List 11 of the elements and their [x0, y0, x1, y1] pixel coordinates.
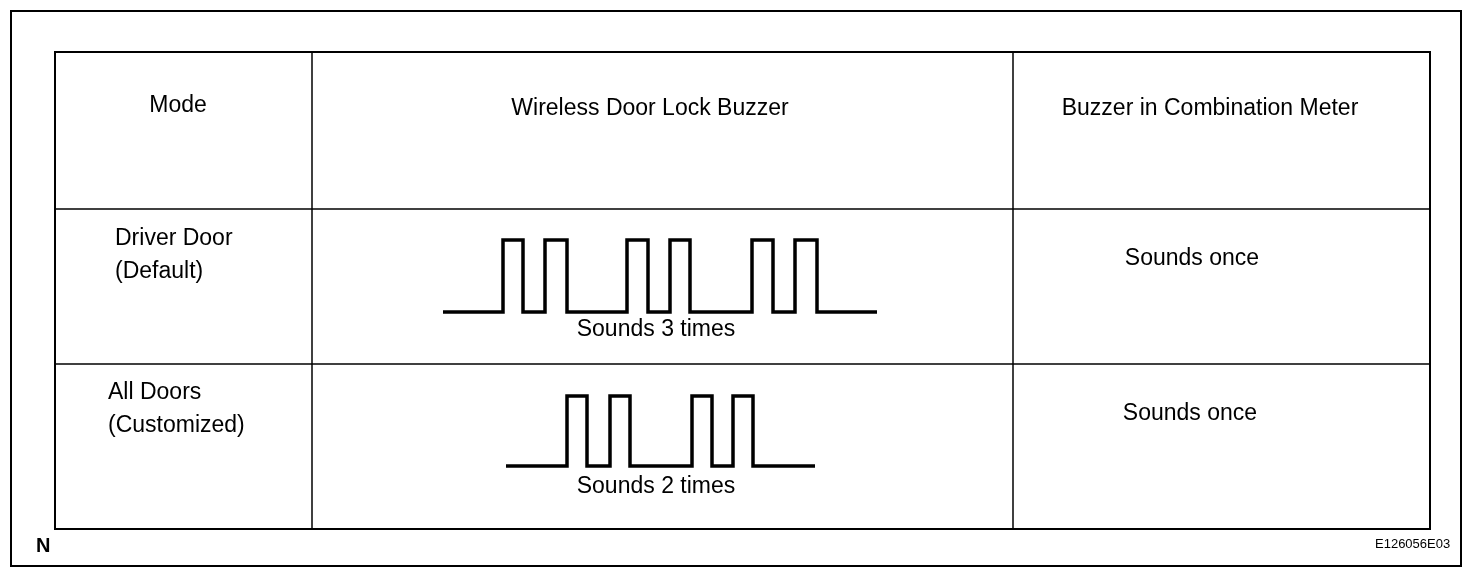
row-header: Driver Door (Default) [115, 223, 234, 285]
row-header: All Doors (Customized) [108, 377, 246, 439]
column-header: Wireless Door Lock Buzzer [511, 93, 789, 122]
column-header: Mode [149, 90, 207, 119]
corner-mark: N [36, 533, 51, 557]
cell-text: Sounds once [1124, 243, 1260, 272]
column-header: Buzzer in Combination Meter [1061, 93, 1359, 122]
cell-text: Sounds once [1122, 398, 1258, 427]
waveform-caption: Sounds 3 times [576, 314, 736, 343]
waveform-caption: Sounds 2 times [576, 471, 736, 500]
figure-code: E126056E03 [1375, 535, 1451, 552]
